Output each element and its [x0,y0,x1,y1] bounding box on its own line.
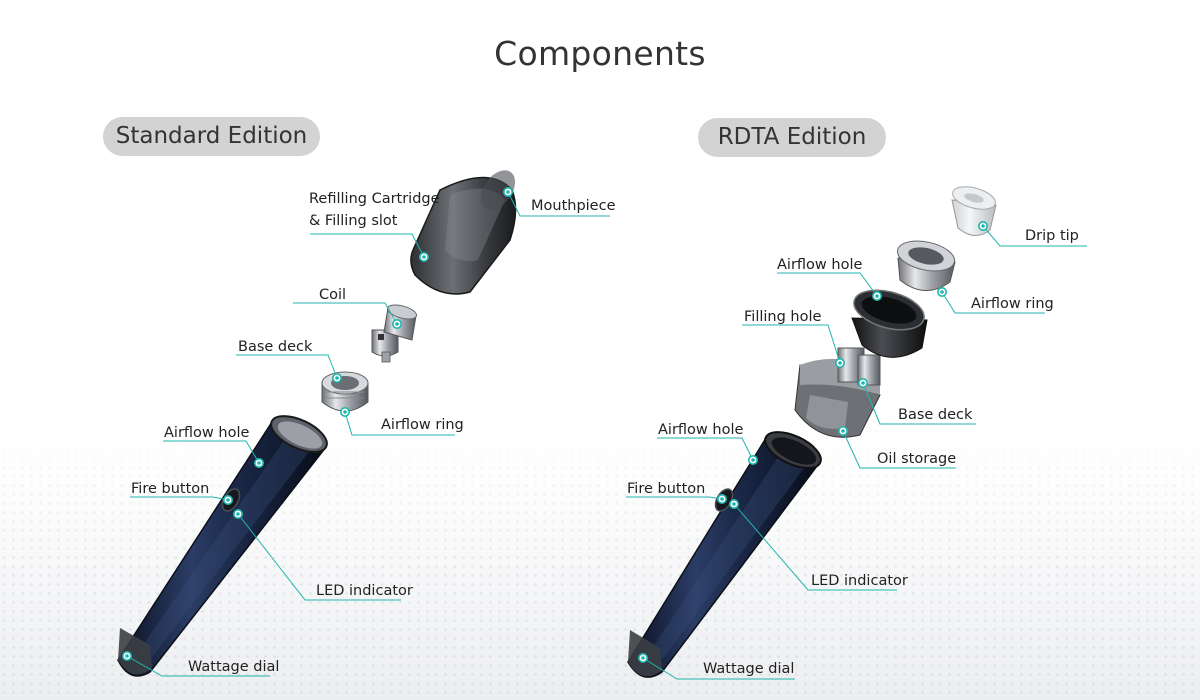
callout-rdta-wattage-dial: Wattage dial [703,661,795,677]
standard-airflow-ring-part [321,371,369,412]
callout-coil: Coil [319,287,347,303]
callout-rdta-fire-button: Fire button [627,481,706,497]
callout-rdta-airflow-hole: Airflow hole [658,422,744,438]
standard-edition-label: Standard Edition [103,117,320,156]
callout-oil-storage: Oil storage [877,451,957,467]
callout-wattage-dial: Wattage dial [188,659,280,675]
callout-rdta-airflow-ring: Airflow ring [971,296,1054,312]
page-title: Components [494,34,706,73]
callout-rdta-led-indicator: LED indicator [811,573,908,589]
callout-drip-tip: Drip tip [1025,228,1079,244]
rdta-edition-label: RDTA Edition [698,118,886,157]
callout-refilling-cartridge: Refilling Cartridge [309,191,440,207]
callout-rdta-airflow-hole-top: Airflow hole [777,257,863,273]
callout-mouthpiece: Mouthpiece [531,198,616,214]
callout-base-deck: Base deck [238,339,313,355]
rdta-drip-tip-part [951,186,997,236]
rdta-battery-body [627,431,822,678]
standard-battery-body [117,415,328,677]
standard-cartridge-part [410,170,517,295]
callout-rdta-base-deck: Base deck [898,407,973,423]
leader-lines [126,191,1087,680]
rdta-airflow-ring-part [896,240,956,291]
callout-fire-button: Fire button [131,481,210,497]
rdta-top-cap-part [851,289,928,358]
callout-filling-hole: Filling hole [744,309,822,325]
callout-airflow-ring: Airflow ring [381,417,464,433]
callout-filling-slot: & Filling slot [309,213,398,229]
standard-coil-part [371,304,418,363]
callout-led-indicator: LED indicator [316,583,413,599]
callout-airflow-hole: Airflow hole [164,425,250,441]
callout-dots [122,187,988,663]
